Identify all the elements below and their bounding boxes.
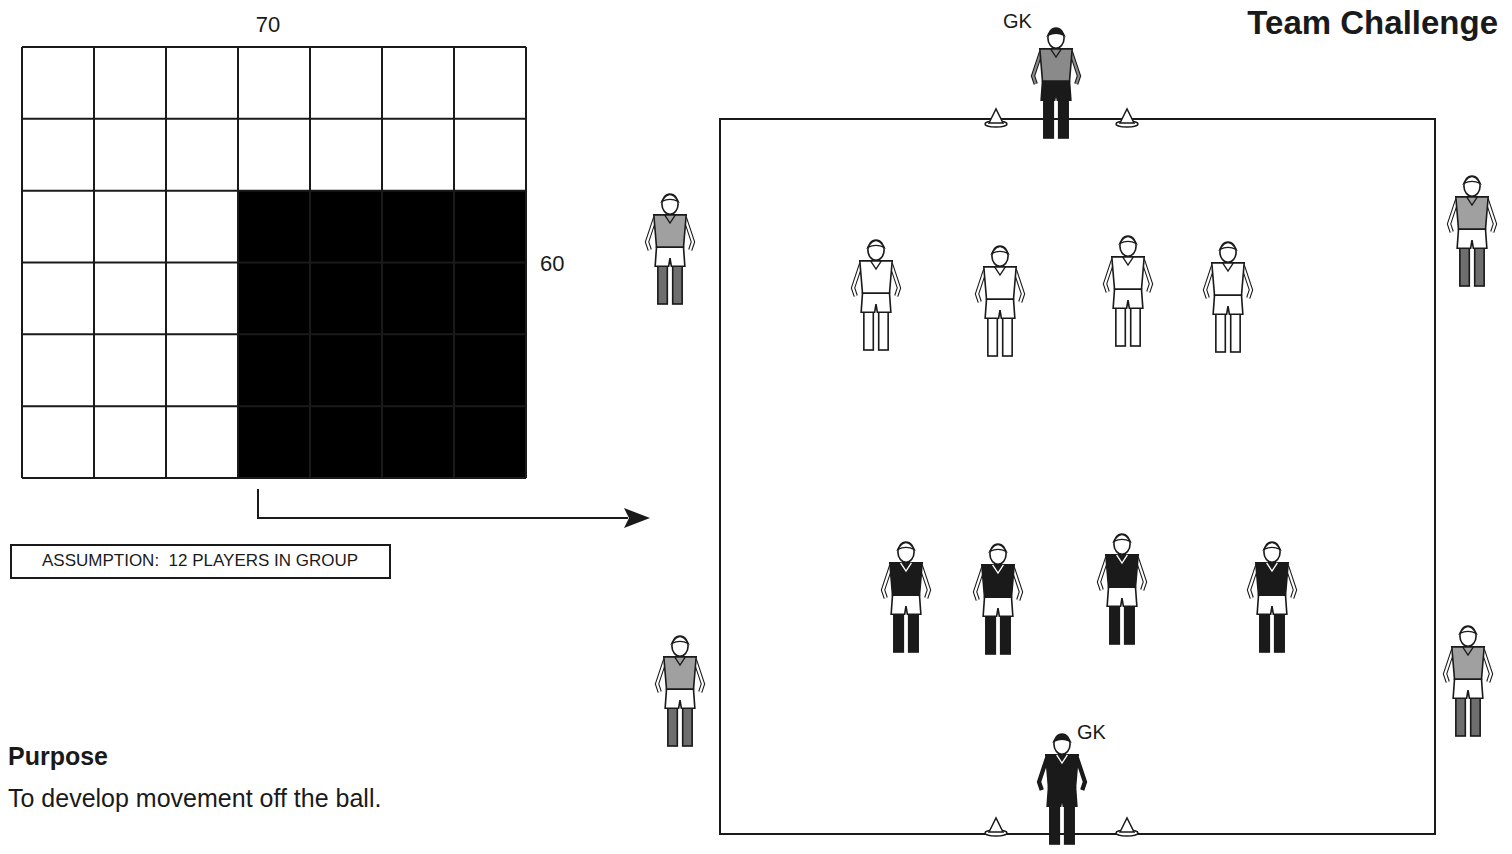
dimension-label: 70 xyxy=(256,12,280,37)
white-player xyxy=(1205,242,1251,352)
black-player xyxy=(1099,534,1145,644)
black-player xyxy=(975,544,1021,654)
assumption-text: ASSUMPTION: 12 PLAYERS IN GROUP xyxy=(42,551,359,571)
pointer-arrow xyxy=(258,489,628,518)
pitch-grid xyxy=(22,47,526,478)
cone xyxy=(1116,818,1138,836)
white-player xyxy=(853,240,899,350)
goalkeeper-label: GK xyxy=(1077,721,1106,744)
cone xyxy=(1116,109,1138,127)
goalkeeper xyxy=(1033,28,1079,138)
white-player xyxy=(977,246,1023,356)
neutral-player xyxy=(1449,176,1495,286)
drill-title: Team Challenge xyxy=(1247,4,1498,42)
dimension-label: 60 xyxy=(540,251,564,276)
black-player xyxy=(883,542,929,652)
goalkeeper-label: GK xyxy=(1003,10,1032,33)
neutral-player xyxy=(1445,626,1491,736)
purpose-heading: Purpose xyxy=(8,742,108,771)
assumption-box: ASSUMPTION: 12 PLAYERS IN GROUP xyxy=(10,544,391,579)
goalkeeper xyxy=(1039,734,1085,844)
cone xyxy=(985,818,1007,836)
neutral-player xyxy=(657,636,703,746)
cone xyxy=(985,109,1007,127)
arrow-head xyxy=(624,508,650,528)
white-player xyxy=(1105,236,1151,346)
black-player xyxy=(1249,542,1295,652)
neutral-player xyxy=(647,194,693,304)
field-outline xyxy=(720,119,1435,834)
purpose-text: To develop movement off the ball. xyxy=(8,784,381,813)
